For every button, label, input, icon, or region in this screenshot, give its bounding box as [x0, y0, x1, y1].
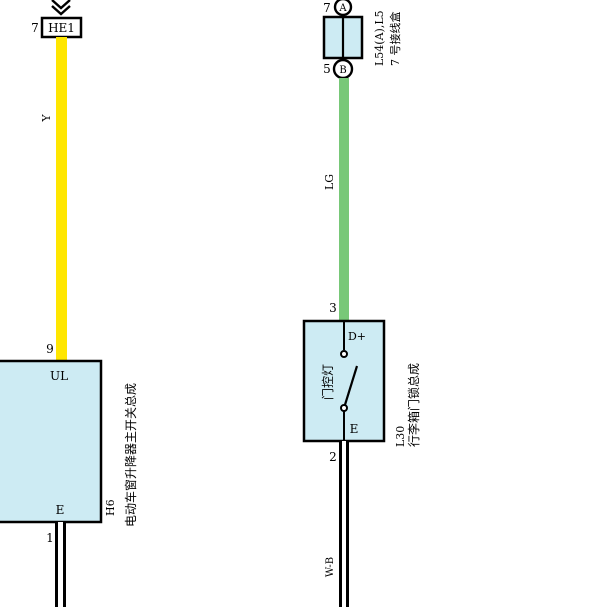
h6-pin-top: 9 — [46, 342, 54, 356]
wire-ground-color-label: W-B — [325, 557, 336, 577]
h6-terminal-e: E — [56, 503, 65, 517]
l30-inner-label: 门控灯 — [320, 364, 335, 400]
component-h6[interactable] — [0, 359, 103, 524]
wire-l30-ground[interactable] — [339, 441, 349, 607]
l30-terminal-e: E — [350, 422, 359, 436]
connector-he1-pin: 7 — [31, 21, 39, 35]
h6-code: H6 — [104, 499, 117, 516]
door-switch-icon — [340, 321, 359, 441]
h6-name: 电动车窗升降器主开关总成 — [123, 383, 138, 527]
connector-he1-label: HE1 — [48, 21, 75, 35]
wire-yellow-color-label: Y — [40, 114, 53, 123]
h6-pin-bottom: 1 — [46, 531, 54, 545]
h6-terminal-ul: UL — [50, 369, 68, 383]
l30-pin-bottom: 2 — [329, 450, 337, 464]
connector-l54-pin-a[interactable] — [333, 0, 353, 17]
connector-l54-pin-a-label: A — [338, 3, 347, 14]
l30-pin-top: 3 — [329, 301, 337, 315]
l30-code: L30 — [394, 426, 407, 447]
l54-pin-bottom: 5 — [323, 62, 331, 76]
connector-l54-pin-b-label: B — [339, 65, 346, 76]
wire-green-color-label: LG — [323, 174, 336, 190]
wire-yellow[interactable] — [56, 37, 67, 361]
wire-h6-ground[interactable] — [55, 522, 66, 607]
connector-l54-code: L54(A),L5 — [373, 10, 386, 66]
wire-green[interactable] — [339, 78, 349, 321]
l30-terminal-dplus: D+ — [348, 330, 366, 343]
l30-name: 行李箱门锁总成 — [406, 363, 421, 447]
down-chevron-icon — [51, 0, 71, 16]
l54-pin-top: 7 — [323, 1, 331, 15]
connector-l54-desc: 7 号接线盒 — [388, 12, 402, 67]
